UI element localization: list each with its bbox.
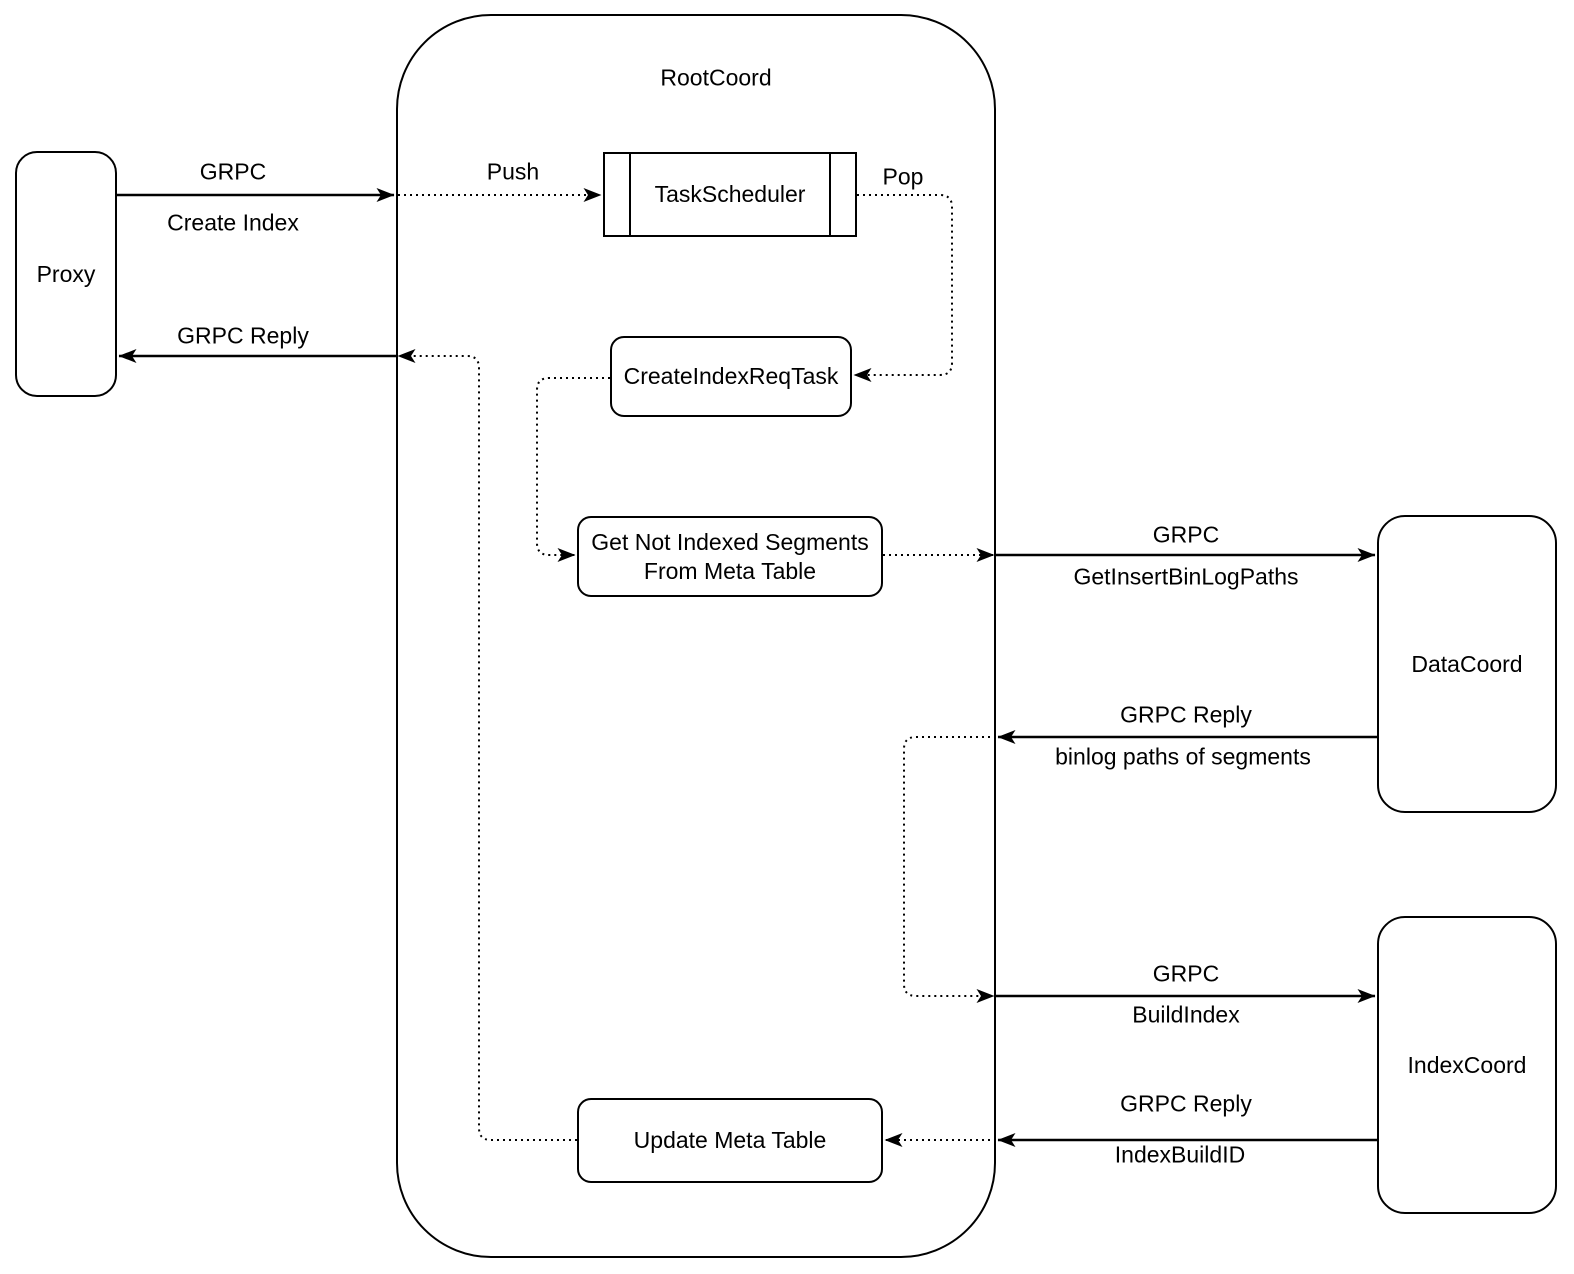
grpc-buildindex-label-line1: GRPC — [1149, 960, 1223, 988]
grpc-reply-binlog-label-line1: GRPC Reply — [1117, 701, 1255, 729]
get-not-indexed-segments-label-line2: From Meta Table — [643, 557, 817, 584]
update-meta-table-node: Update Meta Table — [577, 1098, 883, 1183]
update-meta-table-label: Update Meta Table — [633, 1127, 827, 1154]
data-coord-label: DataCoord — [1411, 650, 1523, 677]
process-bar-left-icon — [629, 154, 631, 235]
arrow-updatemeta-to-edge — [397, 349, 577, 1141]
task-scheduler-label: TaskScheduler — [654, 181, 806, 208]
arrow-binlog-to-buildindex — [903, 736, 996, 1003]
process-bar-right-icon — [829, 154, 831, 235]
grpc-reply-indexbuildid-label-line1: GRPC Reply — [1117, 1090, 1255, 1118]
grpc-getinsertbinlogpaths-label-line2: GetInsertBinLogPaths — [1070, 563, 1302, 591]
grpc-getinsertbinlogpaths-label-line1: GRPC — [1149, 521, 1223, 549]
create-index-req-task-label: CreateIndexReqTask — [623, 363, 839, 390]
grpc-reply-binlog-label-line2: binlog paths of segments — [1052, 743, 1314, 771]
rootcoord-container — [396, 14, 996, 1258]
proxy-label: Proxy — [36, 260, 96, 287]
data-coord-node: DataCoord — [1377, 515, 1557, 813]
grpc-reply-indexbuildid-label-line2: IndexBuildID — [1111, 1141, 1249, 1169]
index-coord-label: IndexCoord — [1407, 1051, 1527, 1078]
index-coord-node: IndexCoord — [1377, 916, 1557, 1214]
grpc-buildindex-label-line2: BuildIndex — [1129, 1001, 1243, 1029]
proxy-node: Proxy — [15, 151, 117, 397]
get-not-indexed-segments-node: Get Not Indexed Segments From Meta Table — [577, 516, 883, 597]
pop-label: Pop — [879, 163, 927, 191]
get-not-indexed-segments-label-line1: Get Not Indexed Segments — [591, 528, 869, 555]
grpc-create-index-label-line1: GRPC — [196, 158, 270, 186]
push-label: Push — [483, 158, 543, 186]
rootcoord-title: RootCoord — [660, 64, 772, 91]
grpc-create-index-label-line2: Create Index — [164, 209, 302, 237]
arrow-pop — [853, 194, 953, 382]
arrow-createtask-to-getsegments — [536, 377, 610, 562]
task-scheduler-node: TaskScheduler — [603, 152, 857, 237]
grpc-reply-proxy-label: GRPC Reply — [174, 322, 312, 350]
create-index-req-task-node: CreateIndexReqTask — [610, 336, 852, 417]
